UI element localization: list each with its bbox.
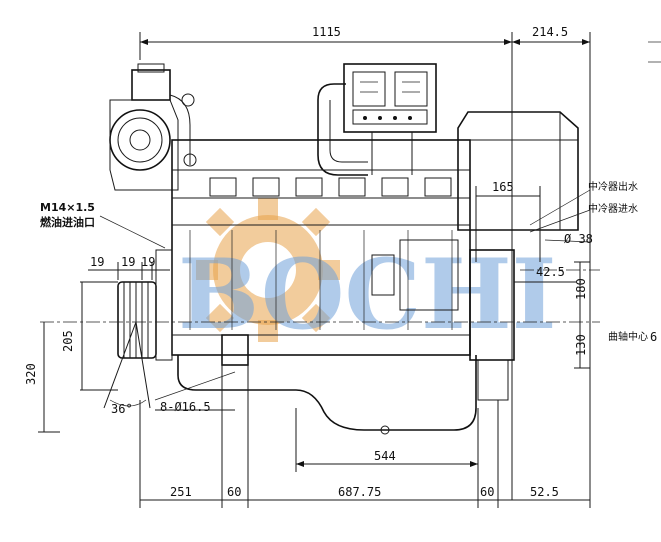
dim-19: 19 <box>90 255 104 269</box>
label-coolant-out: 中冷器出水 <box>588 180 638 193</box>
dim-180: 180 <box>574 278 588 300</box>
label-coolant-in: 中冷器进水 <box>588 202 638 215</box>
exhaust-pipe <box>317 83 368 176</box>
dim-60-b: 60 <box>480 485 494 499</box>
heat-exchanger <box>457 111 579 231</box>
dim-130: 130 <box>574 334 588 356</box>
dim-19-b: 19 <box>121 255 135 269</box>
dim-165: 165 <box>492 180 514 194</box>
watermark-text: BOCHI <box>178 238 557 351</box>
dim-angle-36: 36° <box>111 402 133 416</box>
oil-pan <box>177 355 477 431</box>
dim-dia-38: Ø 38 <box>564 232 593 246</box>
label-thread: M14×1.5 <box>40 201 95 214</box>
dim-42-5: 42.5 <box>536 265 565 279</box>
dim-52-5: 52.5 <box>530 485 559 499</box>
dim-251: 251 <box>170 485 192 499</box>
dim-19-c: 19 <box>141 255 155 269</box>
turbocharger <box>109 63 197 191</box>
front-pulley <box>117 249 173 361</box>
label-fuel-inlet: 燃油进油口 <box>39 215 95 229</box>
label-crank-six: 6 <box>650 330 657 344</box>
dim-687-75: 687.75 <box>338 485 381 499</box>
dim-205: 205 <box>61 330 75 352</box>
label-crank-center: 曲轴中心 <box>608 330 648 343</box>
dim-320: 320 <box>24 363 38 385</box>
dim-holes: 8-Ø16.5 <box>160 400 211 414</box>
dim-60-a: 60 <box>227 485 241 499</box>
dim-544: 544 <box>374 449 396 463</box>
instrument-panel <box>343 63 437 175</box>
front-mount <box>221 334 249 366</box>
dim-214-5: 214.5 <box>532 25 568 39</box>
dim-1115: 1115 <box>312 25 341 39</box>
